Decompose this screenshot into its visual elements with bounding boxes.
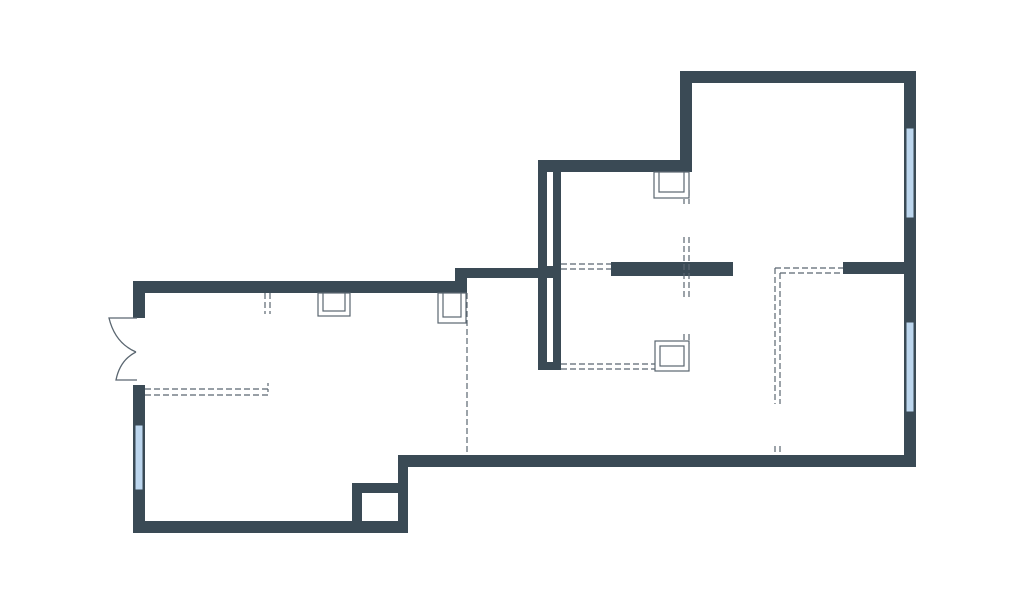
door-leaf-top — [108, 317, 137, 353]
wall-bottom-left — [133, 521, 408, 533]
column-mid — [538, 266, 561, 276]
walls — [133, 71, 916, 533]
wall-top — [680, 71, 916, 83]
wall-mid-top — [538, 160, 692, 172]
window-right-lower — [905, 321, 915, 413]
pillar — [437, 292, 467, 324]
interior-wall — [611, 262, 733, 276]
pillars — [317, 171, 690, 372]
wall-right-stub — [843, 262, 916, 274]
column-outer — [538, 160, 547, 370]
wall-left-upper — [133, 281, 145, 318]
wall-connector — [455, 268, 561, 278]
column-bottom — [538, 362, 561, 370]
wall-upper-left — [680, 71, 692, 172]
wall-left-top — [133, 281, 467, 293]
window-left — [134, 424, 144, 491]
box-top — [352, 483, 408, 493]
door — [108, 317, 137, 381]
box-left — [352, 483, 362, 533]
dashed-lines — [145, 190, 843, 455]
pillar — [654, 340, 690, 372]
windows — [134, 127, 915, 491]
wall-bottom-right — [398, 455, 916, 467]
door-leaf-bottom — [115, 351, 137, 381]
window-right-upper — [905, 127, 915, 219]
pillar — [317, 292, 351, 317]
pillar — [653, 171, 690, 199]
wall-bottom-step — [398, 455, 408, 533]
column-inner — [553, 160, 561, 370]
